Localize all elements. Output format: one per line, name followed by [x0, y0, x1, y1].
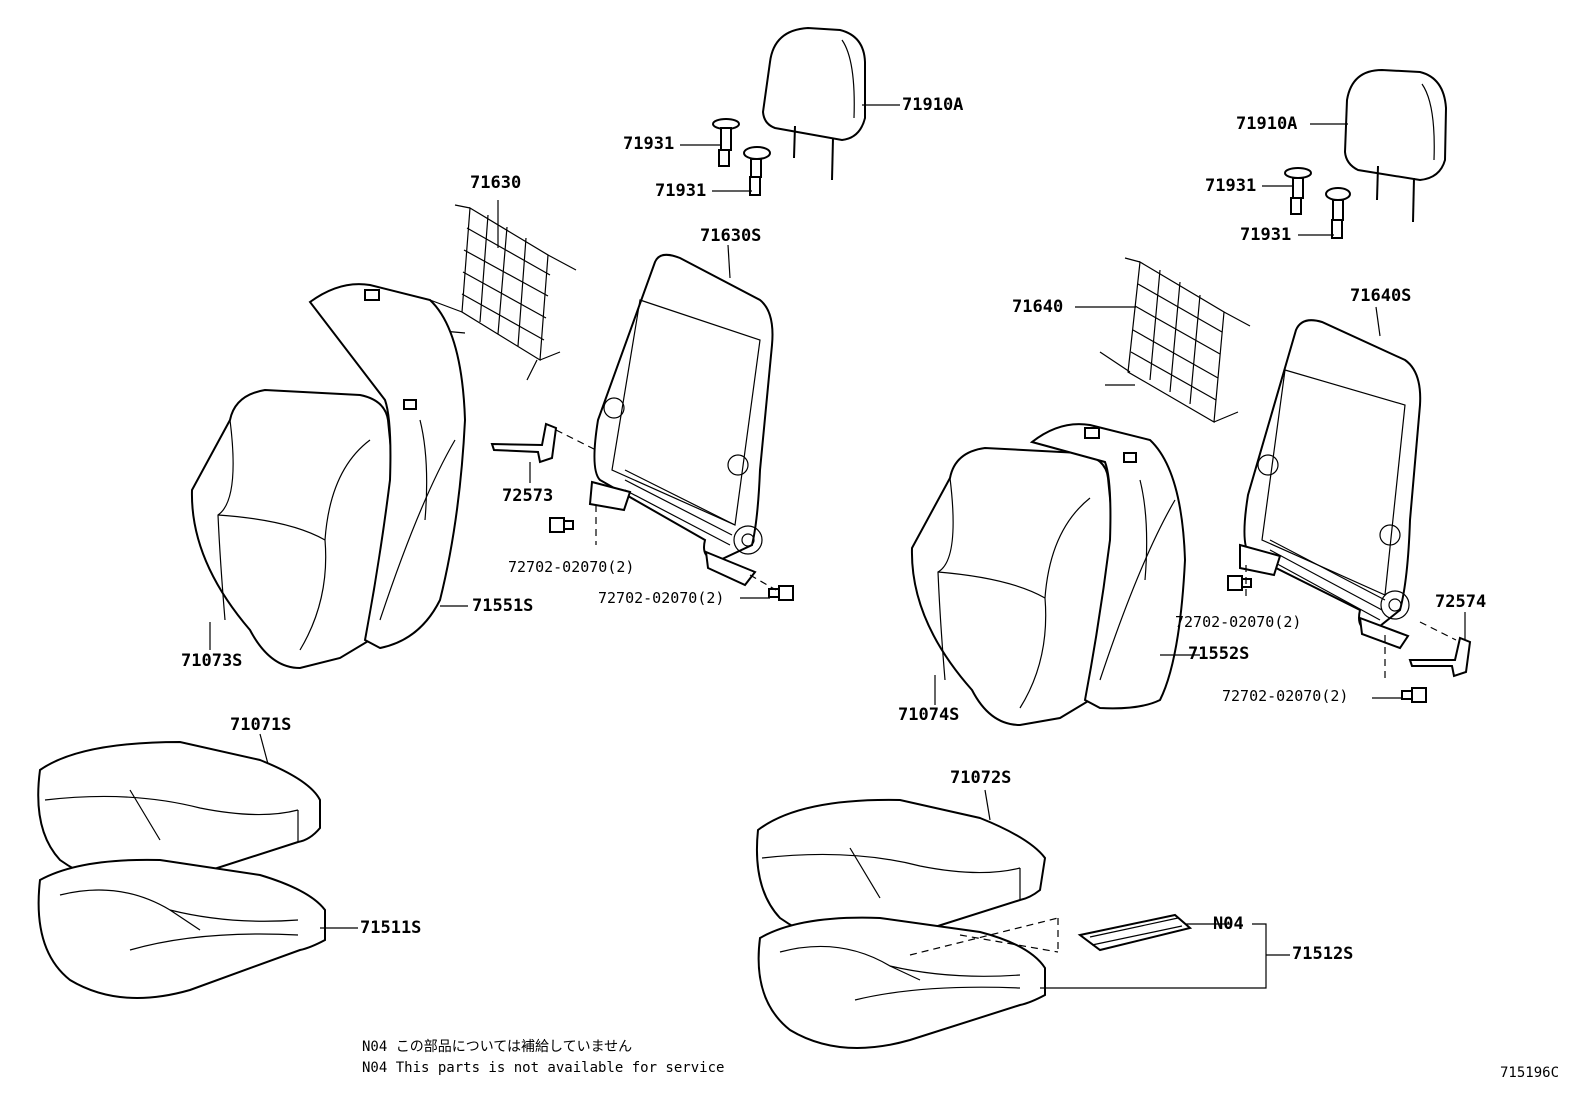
- cushion-cover-right: [755, 798, 1047, 944]
- part-label-bracket-right: 72574: [1435, 592, 1487, 612]
- part-label-guide-right-1: 71931: [1205, 176, 1257, 196]
- figure-id: 715196C: [1500, 1065, 1560, 1081]
- cushion-pad-right: [757, 916, 1059, 1049]
- part-label-heater-pad: N04: [1213, 914, 1244, 934]
- headrest-guide-left-2: [743, 146, 771, 196]
- seatback-spring-right: [1099, 257, 1251, 423]
- heater-pad: [1077, 913, 1193, 952]
- part-label-headrest-right: 71910A: [1236, 114, 1298, 134]
- part-label-bolt-right-1: 72702-02070(2): [1175, 613, 1302, 631]
- part-label-guide-left-1: 71931: [623, 134, 675, 154]
- bolt-right-1: [1227, 565, 1252, 598]
- headrest-guide-left-1: [712, 118, 740, 167]
- part-label-back-cover-right: 71074S: [898, 705, 960, 725]
- part-label-guide-left-2: 71931: [655, 181, 707, 201]
- part-label-frame-right: 71640S: [1350, 286, 1412, 306]
- part-label-cushion-cover-left: 71071S: [230, 715, 292, 735]
- cushion-cover-left: [37, 740, 321, 886]
- seatback-spring-left: [429, 204, 577, 381]
- bolt-right-2: [1384, 635, 1427, 703]
- part-label-bolt-left-1: 72702-02070(2): [508, 558, 635, 576]
- part-label-cushion-pad-right: 71512S: [1292, 944, 1354, 964]
- part-label-spring-left: 71630: [470, 173, 522, 193]
- seatback-frame-right: [1239, 319, 1422, 650]
- bolt-left-2: [749, 574, 794, 601]
- part-label-guide-right-2: 71931: [1240, 225, 1292, 245]
- headrest-guide-right-2: [1325, 187, 1351, 239]
- headrest-left: [761, 26, 866, 181]
- part-label-back-cover-left: 71073S: [181, 651, 243, 671]
- headrest-right: [1343, 68, 1448, 223]
- part-label-bracket-left: 72573: [502, 486, 554, 506]
- part-label-cushion-cover-right: 71072S: [950, 768, 1012, 788]
- part-label-bolt-left-2: 72702-02070(2): [598, 589, 725, 607]
- cushion-pad-left: [37, 858, 326, 999]
- seatback-pad-right: [1029, 423, 1187, 710]
- bracket-right: [1408, 621, 1472, 678]
- part-label-bolt-right-2: 72702-02070(2): [1222, 687, 1349, 705]
- service-note-japanese: N04 この部品については補給していません: [362, 1039, 633, 1055]
- part-label-back-pad-right: 71552S: [1188, 644, 1250, 664]
- bolt-left-1: [549, 505, 597, 545]
- part-label-spring-right: 71640: [1012, 297, 1064, 317]
- seatback-frame-left: [588, 253, 774, 587]
- part-label-frame-left: 71630S: [700, 226, 762, 246]
- headrest-guide-right-1: [1284, 167, 1312, 215]
- part-label-back-pad-left: 71551S: [472, 596, 534, 616]
- bracket-left: [490, 422, 597, 464]
- part-label-headrest-left: 71910A: [902, 95, 964, 115]
- service-note-english: N04 This parts is not available for serv…: [362, 1060, 725, 1076]
- seatback-pad-left: [308, 283, 467, 650]
- part-label-cushion-pad-left: 71511S: [360, 918, 422, 938]
